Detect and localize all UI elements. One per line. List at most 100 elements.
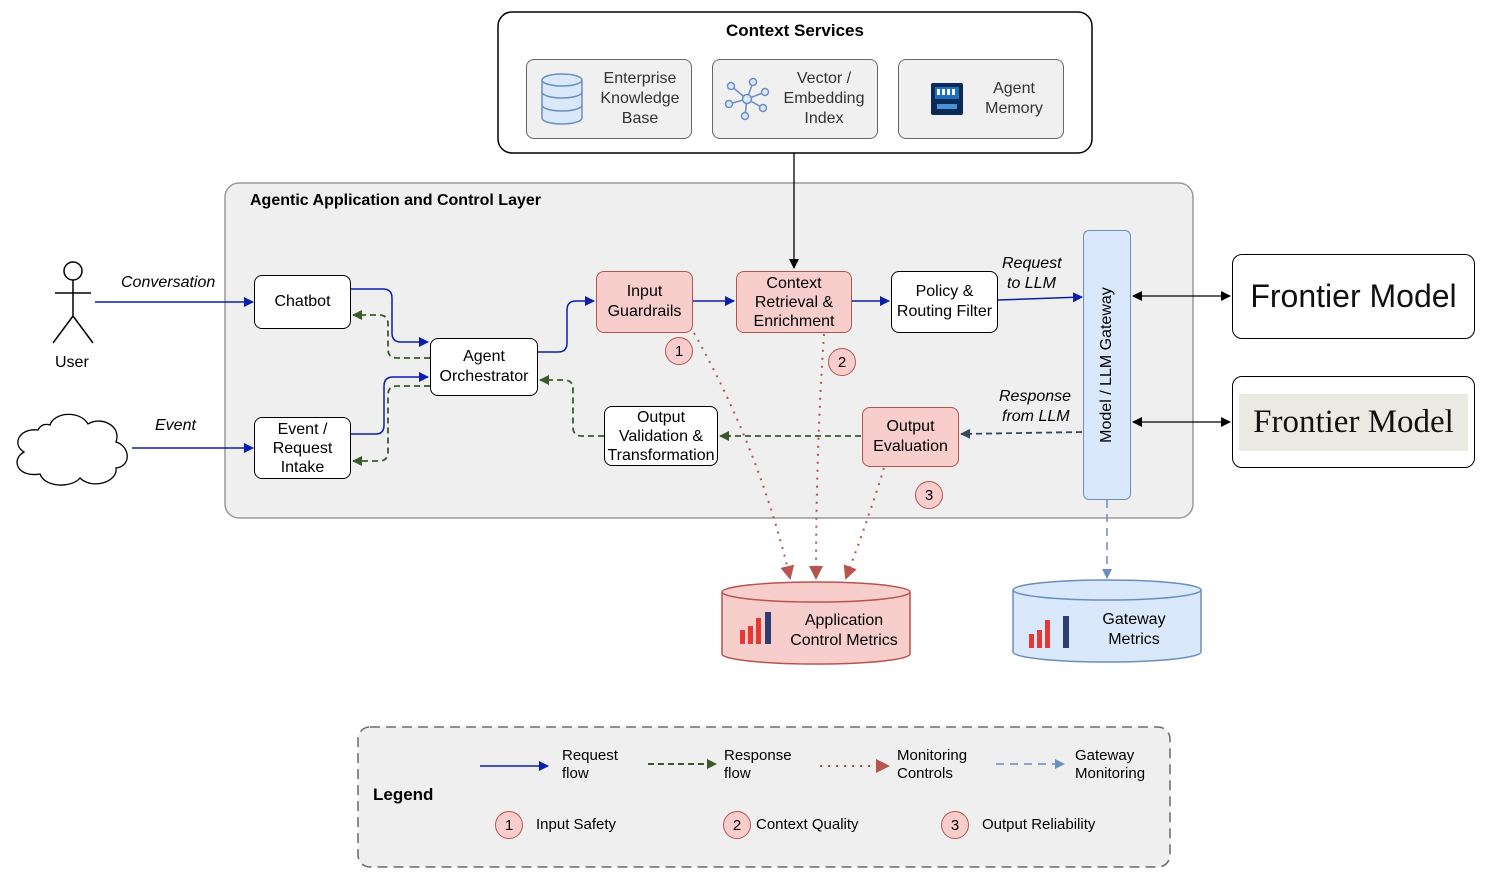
legend-output-reliability: Output Reliability [982, 816, 1096, 833]
chatbot-to-orchestrator-arrow [351, 288, 429, 347]
output-reliability-badge: 3 [915, 481, 943, 509]
context-retrieval-line-1: Context [766, 274, 822, 292]
legend-gateway-text: Gateway Monitoring [1075, 747, 1145, 783]
legend-monitoring-line-1: Monitoring [897, 747, 968, 764]
vector-index-line-2: Embedding [783, 90, 865, 107]
orchestrator-to-chatbot-arrow [352, 310, 430, 359]
application-metrics-label: Application Control Metrics [782, 611, 906, 651]
legend-badge-3: 3 [941, 811, 969, 839]
validation-line-1: Output [636, 408, 686, 426]
validation-to-orchestrator-arrow [539, 375, 604, 437]
knowledge-base-line-1: Enterprise [603, 70, 677, 87]
event-intake-node: Event / Request Intake [254, 417, 351, 479]
event-intake-line-1: Event / [277, 420, 328, 438]
response-from-llm-line-1: Response [999, 388, 1072, 405]
cloud-icon [16, 413, 128, 486]
memory-card-icon [931, 83, 963, 115]
orchestrator-to-intake-arrow [352, 385, 430, 466]
agent-memory-card: Agent Memory [898, 59, 1064, 139]
request-to-llm-line-1: Request [1002, 255, 1062, 272]
context-quality-badge: 2 [828, 348, 856, 376]
context-retrieval-node: Context Retrieval & Enrichment [736, 271, 852, 333]
legend-response-line-1: Response [724, 747, 792, 764]
user-actor-icon [52, 261, 94, 344]
policy-line-2: Routing Filter [896, 303, 993, 320]
gateway-metrics-line-1: Gateway [1102, 611, 1166, 628]
gateway-metrics-chart-icon [1029, 616, 1069, 648]
legend-request-line-1: Request [562, 747, 618, 764]
frontier-model-box-1: Frontier Model [1232, 254, 1475, 339]
legend-monitoring-line-2: Controls [897, 765, 953, 782]
legend-gateway-line-1: Gateway [1075, 747, 1135, 764]
app-metrics-line-2: Control Metrics [790, 632, 898, 649]
legend-response-line-2: flow [724, 765, 751, 782]
context-services-title: Context Services [726, 21, 864, 40]
gateway-metrics-cylinder [1012, 579, 1202, 663]
agent-memory-line-1: Agent [993, 80, 1035, 97]
response-from-llm-label: Response from LLM [999, 387, 1071, 427]
vector-index-line-3: Index [804, 110, 844, 127]
agent-orchestrator-node: Agent Orchestrator [430, 338, 538, 396]
orchestrator-line-1: Agent [463, 348, 505, 365]
frontier-model-box-2: Frontier Model [1232, 376, 1475, 468]
event-intake-line-3: Intake [280, 458, 325, 476]
frontier-model-logo-1: Frontier Model [1250, 278, 1457, 314]
control-layer-title: Agentic Application and Control Layer [250, 192, 541, 209]
guardrails-line-2: Guardrails [607, 303, 682, 320]
gateway-to-evaluation-arrow [960, 428, 1083, 439]
validation-line-3: Transformation [607, 446, 715, 464]
chatbot-label: Chatbot [274, 293, 331, 310]
event-intake-line-2: Request [272, 439, 333, 457]
legend-title: Legend [373, 785, 434, 804]
evaluation-line-2: Evaluation [873, 438, 948, 455]
event-label: Event [155, 417, 196, 434]
context-retrieval-line-2: Retrieval & [754, 293, 834, 311]
gateway-metrics-label: Gateway Metrics [1084, 610, 1184, 650]
legend-gateway-line-2: Monitoring [1075, 765, 1146, 782]
legend-badge-2: 2 [723, 811, 751, 839]
policy-routing-node: Policy & Routing Filter [891, 271, 998, 333]
agent-memory-line-2: Memory [985, 100, 1043, 117]
evaluation-monitoring-arrow [843, 467, 885, 580]
context-retrieval-line-3: Enrichment [753, 312, 835, 330]
guardrails-line-1: Input [626, 283, 663, 300]
request-to-llm-line-2: to LLM [1007, 275, 1056, 292]
control-layer-container [224, 182, 1194, 519]
app-metrics-chart-icon [740, 612, 771, 644]
legend-badge-1: 1 [495, 811, 523, 839]
application-metrics-cylinder [721, 581, 911, 665]
knowledge-base-card: Enterprise Knowledge Base [526, 59, 692, 139]
llm-gateway-node: Model / LLM Gateway [1083, 230, 1131, 500]
response-from-llm-line-2: from LLM [1002, 408, 1070, 425]
evaluation-line-1: Output [886, 418, 935, 435]
conversation-label: Conversation [121, 274, 216, 291]
vector-index-line-1: Vector / [796, 70, 852, 87]
legend-request-text: Request flow [562, 747, 618, 783]
request-to-llm-label: Request to LLM [1002, 254, 1062, 294]
app-metrics-line-1: Application [804, 612, 884, 629]
knowledge-base-line-3: Base [621, 110, 659, 127]
gateway-label: Model / LLM Gateway [1098, 287, 1115, 443]
user-label: User [55, 354, 89, 371]
legend-context-quality: Context Quality [756, 816, 859, 833]
frontier-model-logo-2: Frontier Model [1239, 393, 1468, 451]
chatbot-node: Chatbot [254, 275, 351, 329]
gateway-metrics-line-2: Metrics [1108, 631, 1160, 648]
network-icon [724, 77, 770, 121]
legend-input-safety: Input Safety [536, 816, 617, 833]
policy-line-1: Policy & [915, 283, 974, 300]
intake-to-orchestrator-arrow [351, 372, 429, 435]
legend-request-line-2: flow [562, 765, 589, 782]
orchestrator-line-2: Orchestrator [439, 368, 529, 385]
database-icon [541, 73, 583, 125]
validation-line-2: Validation & [618, 427, 704, 445]
vector-index-card: Vector / Embedding Index [712, 59, 878, 139]
orchestrator-to-guardrails-arrow [538, 296, 595, 353]
input-safety-badge: 1 [665, 337, 693, 365]
legend-monitoring-text: Monitoring Controls [897, 747, 967, 783]
policy-to-gateway-arrow [997, 292, 1083, 303]
output-validation-node: Output Validation & Transformation [604, 406, 718, 466]
output-evaluation-node: Output Evaluation [862, 407, 959, 467]
input-guardrails-node: Input Guardrails [596, 271, 693, 333]
knowledge-base-line-2: Knowledge [600, 90, 680, 107]
